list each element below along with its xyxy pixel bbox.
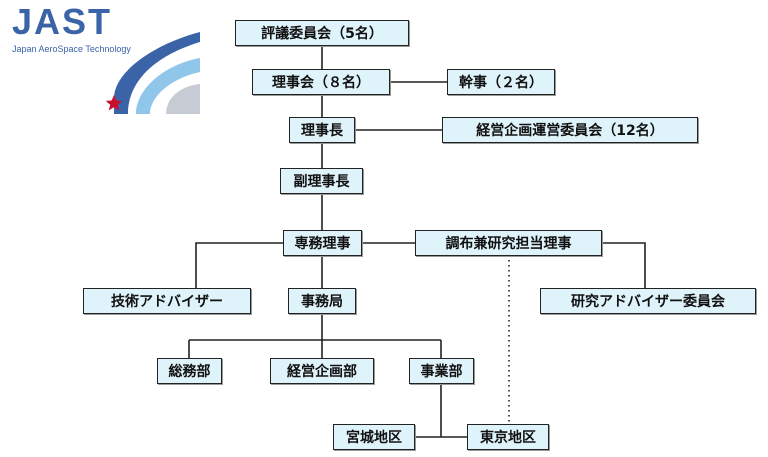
research-director-node: 調布兼研究担当理事 [415, 230, 602, 256]
tech-advisor-node: 技術アドバイザー [83, 288, 251, 314]
secretariat-node: 事務局 [288, 288, 356, 314]
research-advisory-committee-node: 研究アドバイザー委員会 [540, 288, 756, 314]
business-dept-node: 事業部 [409, 358, 474, 384]
tokyo-region-node: 東京地区 [467, 424, 549, 450]
vice-chairman-node: 副理事長 [280, 168, 363, 194]
auditors-node: 幹事（２名） [447, 69, 555, 95]
executive-director-node: 専務理事 [283, 230, 362, 256]
management-committee-node: 経営企画運営委員会（12名） [442, 117, 698, 143]
planning-dept-node: 経営企画部 [270, 358, 374, 384]
jast-logo: JAST Japan AeroSpace Technology [4, 2, 204, 114]
rocket-arc-logo-icon [105, 32, 200, 114]
connector-research-committee [602, 242, 646, 288]
general-affairs-node: 総務部 [157, 358, 222, 384]
chairman-node: 理事長 [289, 117, 355, 143]
council-node: 評議委員会（5名） [235, 20, 409, 46]
board-node: 理事会（８名） [252, 69, 390, 95]
miyagi-region-node: 宮城地区 [333, 424, 415, 450]
connector-executive-advisor [195, 242, 283, 288]
logo-title: JAST [12, 1, 113, 42]
logo-subtitle: Japan AeroSpace Technology [12, 44, 131, 54]
